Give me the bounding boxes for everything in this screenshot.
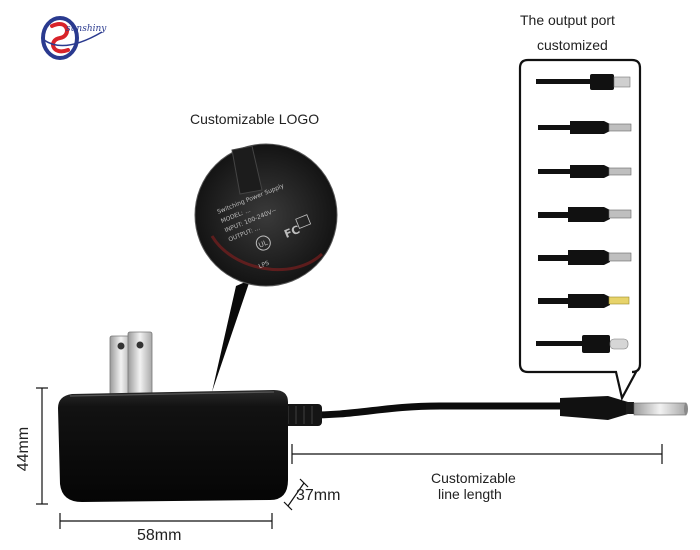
- adapter-body: [58, 390, 288, 502]
- label-plate-cert-lps: LPS: [258, 260, 271, 271]
- connector-usb-c: [536, 335, 629, 353]
- depth-label: 37mm: [296, 487, 341, 504]
- output-port-title: The output port: [520, 12, 615, 28]
- brand-name: sunshiny: [66, 24, 107, 34]
- height-dimension: 44mm: [14, 418, 34, 478]
- cable-length-caption-2: line length: [438, 486, 502, 502]
- cable-length-caption-1: Customizable: [431, 470, 516, 486]
- brand-logo-mark: [41, 16, 103, 60]
- output-port-bubble: [518, 58, 642, 402]
- power-cable: [270, 396, 688, 426]
- label-plate-cert-ul: UL: [258, 239, 269, 250]
- connector-dc-plug: [538, 250, 632, 265]
- label-plate-cert-fc: FC: [282, 223, 301, 241]
- connector-dc-plug: [538, 165, 632, 178]
- logo-caption: Customizable LOGO: [190, 111, 320, 127]
- plug-prongs: [109, 331, 153, 399]
- connector-micro-usb: [536, 74, 631, 90]
- zoom-bubble: Switching Power Supply MODEL: ... INPUT:…: [194, 143, 338, 287]
- zoom-pointer: [212, 280, 250, 392]
- width-label: 58mm: [137, 527, 182, 544]
- dimension-markers: [36, 387, 663, 529]
- output-port-subtitle: customized: [537, 37, 608, 53]
- height-label: 44mm: [15, 426, 32, 472]
- connector-list: [536, 74, 632, 353]
- connector-dc-plug: [538, 121, 632, 134]
- brand-logo: sunshiny: [38, 10, 118, 65]
- connector-dc-plug-gold: [538, 294, 630, 308]
- connector-dc-plug: [538, 207, 632, 222]
